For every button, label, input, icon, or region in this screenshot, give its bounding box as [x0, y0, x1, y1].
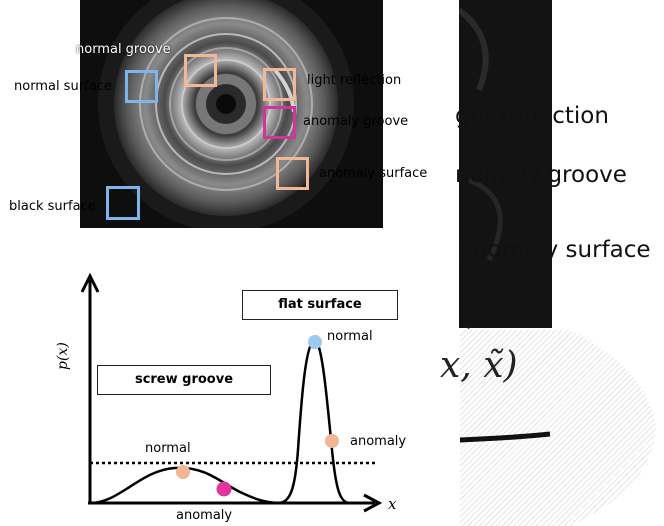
zoom-label-anomaly-surface: anomaly surface	[459, 237, 651, 263]
zoom-label-light-reflection: ght reflection	[455, 103, 609, 129]
formula-caret: ˇ	[466, 327, 471, 338]
x-axis-label: x	[388, 495, 397, 513]
black-surface-box	[106, 186, 140, 220]
formula-panel	[460, 330, 664, 526]
y-axis-arrow	[80, 272, 100, 293]
groove-density-curve	[89, 466, 281, 505]
label-normal-groove: normal groove	[76, 42, 171, 57]
label-anomaly-groove: anomaly groove	[303, 114, 409, 129]
screw-groove-tag: screw groove	[97, 365, 271, 395]
zoom-label-anomaly-groove: nomaly groove	[455, 162, 627, 188]
density-plot	[80, 272, 383, 513]
zoomed-text-backing	[552, 0, 664, 328]
zoomed-crop-texture	[459, 0, 552, 328]
formula-panel-shape	[460, 330, 656, 526]
label-light-reflection: light reflection	[307, 73, 402, 88]
anomaly-surface-box	[276, 157, 309, 190]
label-normal-surface: normal surface	[14, 79, 112, 94]
x-axis-arrow	[363, 493, 383, 513]
formula-fragment: x, x̃)	[440, 345, 518, 386]
y-axis-label: p(x)	[55, 342, 71, 370]
anomaly-groove-box	[263, 106, 296, 139]
flat-anomaly-point	[325, 434, 339, 448]
groove-normal-point	[176, 465, 190, 479]
flat-surface-tag: flat surface	[242, 290, 398, 320]
groove-anomaly-point	[216, 481, 232, 497]
groove-normal-label: normal	[145, 441, 191, 456]
screw-photo	[80, 0, 383, 232]
flat-density-curve	[277, 338, 351, 505]
light-reflection-box	[263, 68, 296, 101]
normal-surface-box	[125, 70, 158, 103]
flat-normal-label: normal	[327, 329, 373, 344]
flat-normal-point	[308, 335, 322, 349]
screw-photo-image	[80, 0, 383, 232]
label-anomaly-surface: anomaly surface	[319, 166, 428, 181]
zoomed-crop-panel	[459, 0, 552, 328]
normal-groove-box	[184, 54, 217, 87]
flat-anomaly-label: anomaly	[350, 434, 407, 449]
label-black-surface: black surface	[9, 199, 96, 214]
groove-anomaly-label: anomaly	[176, 508, 233, 523]
